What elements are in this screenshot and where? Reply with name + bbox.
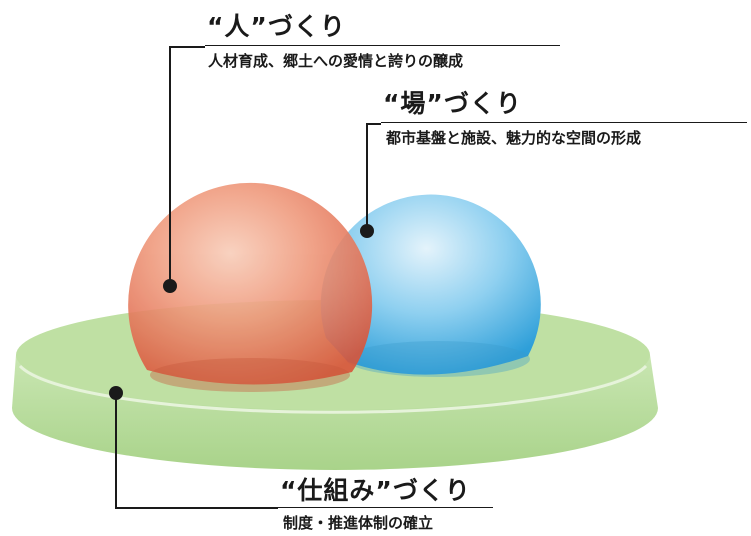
people-title: “人”づくり	[207, 12, 346, 41]
place-title-rule	[381, 122, 747, 123]
people-subtitle: 人材育成、郷土への愛情と誇りの醸成	[208, 52, 464, 70]
system-leader-line	[115, 393, 278, 509]
place-sphere	[320, 194, 541, 377]
place-leader-line	[366, 123, 381, 231]
people-sphere	[128, 182, 373, 392]
people-marker-dot	[163, 279, 177, 293]
system-marker-dot	[109, 386, 123, 400]
place-title: “場”づくり	[383, 89, 522, 118]
people-leader-line	[169, 46, 205, 285]
system-title: “仕組み”づくり	[280, 476, 471, 505]
place-marker-dot	[360, 224, 374, 238]
system-subtitle: 制度・推進体制の確立	[283, 514, 434, 532]
people-title-rule	[205, 45, 560, 46]
system-title-rule	[278, 507, 493, 508]
place-subtitle: 都市基盤と施設、魅力的な空間の形成	[386, 129, 642, 147]
